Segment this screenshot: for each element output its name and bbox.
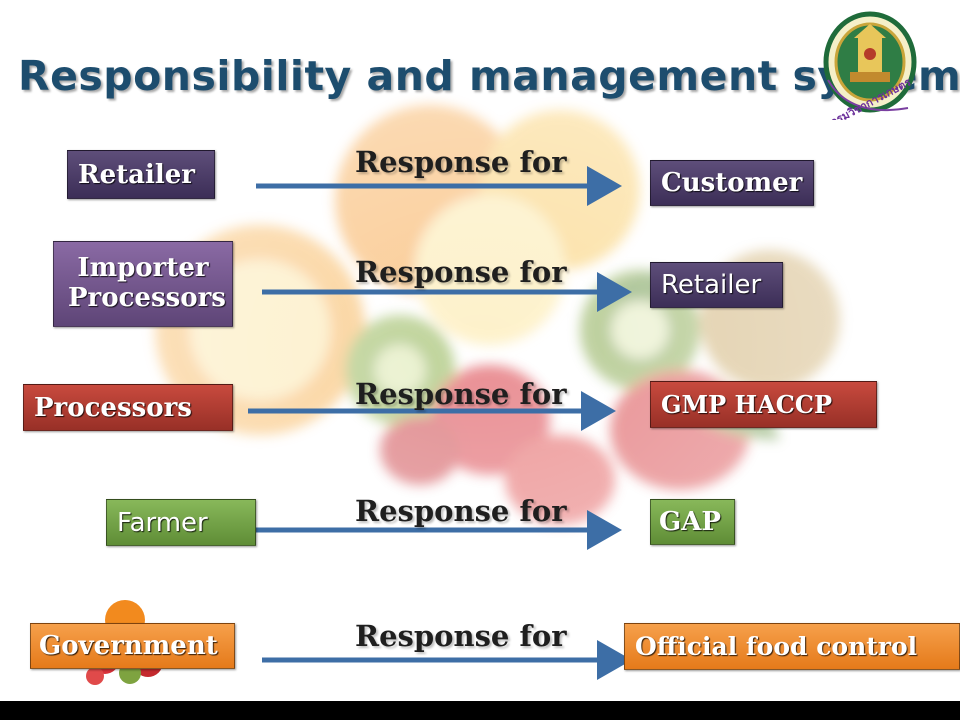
target-box-customer: Customer — [650, 160, 814, 206]
source-box-importer-processors: Importer Processors — [53, 241, 233, 327]
source-label: Importer Processors — [68, 253, 226, 313]
source-label: Processors — [34, 392, 192, 423]
source-box-retailer: Retailer — [67, 150, 215, 199]
footer-bar — [0, 701, 960, 720]
target-label: Official food control — [635, 632, 918, 661]
relation-label-2: Response for — [355, 255, 567, 289]
source-label: Farmer — [117, 507, 208, 538]
target-label: GAP — [659, 507, 721, 537]
source-box-government: Government — [30, 623, 235, 669]
relation-label-5: Response for — [355, 619, 567, 653]
target-label: Retailer — [661, 270, 762, 300]
source-box-processors: Processors — [23, 384, 233, 431]
target-label: Customer — [661, 168, 803, 198]
source-label: Retailer — [78, 159, 195, 190]
department-seal-logo: กรมวิชาการเกษตร — [823, 11, 917, 120]
relation-label-1: Response for — [355, 145, 567, 179]
target-box-retailer: Retailer — [650, 262, 783, 308]
target-label: GMP HACCP — [661, 390, 833, 419]
relation-label-3: Response for — [355, 377, 567, 411]
target-box-official-food-control: Official food control — [624, 623, 960, 670]
source-label: Government — [39, 631, 218, 661]
page-title: Responsibility and management system — [18, 52, 960, 100]
target-box-gmp-haccp: GMP HACCP — [650, 381, 877, 428]
target-box-gap: GAP — [650, 499, 735, 545]
source-box-farmer: Farmer — [106, 499, 256, 546]
relation-label-4: Response for — [355, 494, 567, 528]
